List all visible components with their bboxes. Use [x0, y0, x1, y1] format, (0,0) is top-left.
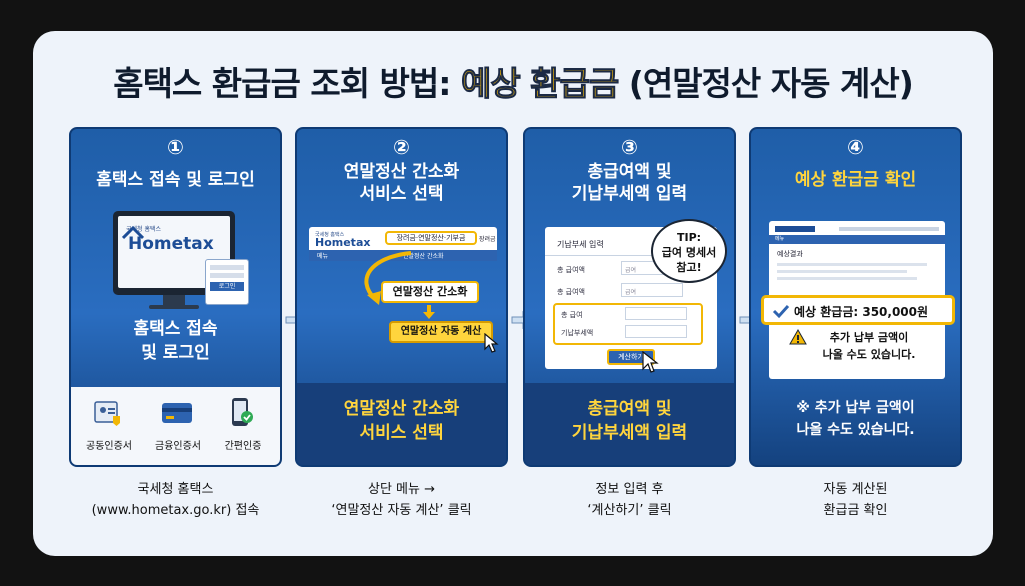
gross-pay-input-2[interactable]: 급여	[621, 283, 683, 297]
prepaid-tax-input[interactable]	[625, 325, 687, 338]
step-title: 홈택스 접속 및 로그인	[96, 170, 255, 190]
tip-bubble: TIP: 급여 명세서 참고!	[651, 219, 727, 283]
card-icon	[161, 401, 195, 425]
step-title: 연말정산 간소화 서비스 선택	[343, 162, 460, 204]
cursor-icon	[484, 333, 499, 353]
roof-icon	[122, 226, 144, 240]
step-bottom: 총급여액 및 기납부세액 입력	[571, 399, 688, 443]
highlight-fields: 총 급여 기납부세액	[553, 303, 703, 345]
id-card-icon	[93, 399, 123, 427]
phone-check-icon	[229, 397, 255, 429]
warning-text: 추가 납부 금액이 나올 수도 있습니다.	[822, 331, 916, 361]
auto-calc-button[interactable]: 연말정산 자동 계산	[389, 321, 493, 343]
step-bottom: 연말정산 간소화 서비스 선택	[343, 399, 460, 443]
step-number: ②	[393, 135, 410, 159]
infographic-card: 홈택스 환급금 조회 방법: 예상 환급금 (연말정산 자동 계산) ① 홈택스…	[33, 31, 993, 556]
step-title: 예상 환급금 확인	[794, 170, 917, 190]
simplified-service-box[interactable]: 연말정산 간소화	[381, 281, 479, 303]
step-number: ①	[167, 135, 184, 159]
check-icon	[772, 304, 790, 319]
curve-arrow-icon	[364, 251, 412, 305]
step-4-panel: ④ 예상 환급금 확인 메뉴 예상결과 추가 납부 금액이 나올 수도 있습니다…	[749, 127, 962, 467]
total-pay-input[interactable]	[625, 307, 687, 320]
step-3-panel: ③ 총급여액 및 기납부세액 입력 기납부세 입력 총 급여액 급여 총 급여액…	[523, 127, 736, 467]
step-2-panel: ② 연말정산 간소화 서비스 선택 국세청 홈택스 Hometax 장려금·연말…	[295, 127, 508, 467]
result-box: 예상 환급금: 350,000원	[761, 295, 955, 325]
menu-highlight[interactable]: 장려금·연말정산·기부금	[385, 231, 477, 245]
step-3-caption: 정보 입력 후 ‘계산하기’ 클릭	[587, 482, 672, 518]
step-bottom: ※ 추가 납부 금액이 나올 수도 있습니다.	[796, 400, 915, 438]
arrow-down-icon	[423, 305, 435, 319]
step-1-panel: ① 홈택스 접속 및 로그인 국세청 홈택스 Hometax 로그인 홈택스 접…	[69, 127, 282, 467]
login-button[interactable]: 로그인	[210, 282, 244, 291]
title-highlight: 예상 환급금	[460, 64, 619, 104]
cursor-icon	[642, 351, 659, 373]
login-form: 로그인	[205, 259, 249, 305]
monitor-icon: 국세청 홈택스 Hometax	[113, 211, 235, 295]
page-title: 홈택스 환급금 조회 방법: 예상 환급금 (연말정산 자동 계산)	[113, 64, 914, 104]
step-2-caption: 상단 메뉴 → ‘연말정산 자동 계산’ 클릭	[331, 482, 472, 518]
warning-icon	[789, 328, 807, 345]
step-number: ③	[621, 135, 638, 159]
hometax-logo: Hometax	[128, 234, 214, 254]
step-title: 총급여액 및 기납부세액 입력	[571, 162, 688, 204]
cert-options: 공동인증서 금융인증서 간편인증	[71, 387, 280, 465]
step-4-caption: 자동 계산된 환급금 확인	[823, 482, 888, 518]
step-1-caption: 국세청 홈택스 (www.hometax.go.kr) 접속	[91, 482, 260, 518]
step-number: ④	[847, 135, 864, 159]
step-body: 홈택스 접속 및 로그인	[133, 319, 218, 363]
